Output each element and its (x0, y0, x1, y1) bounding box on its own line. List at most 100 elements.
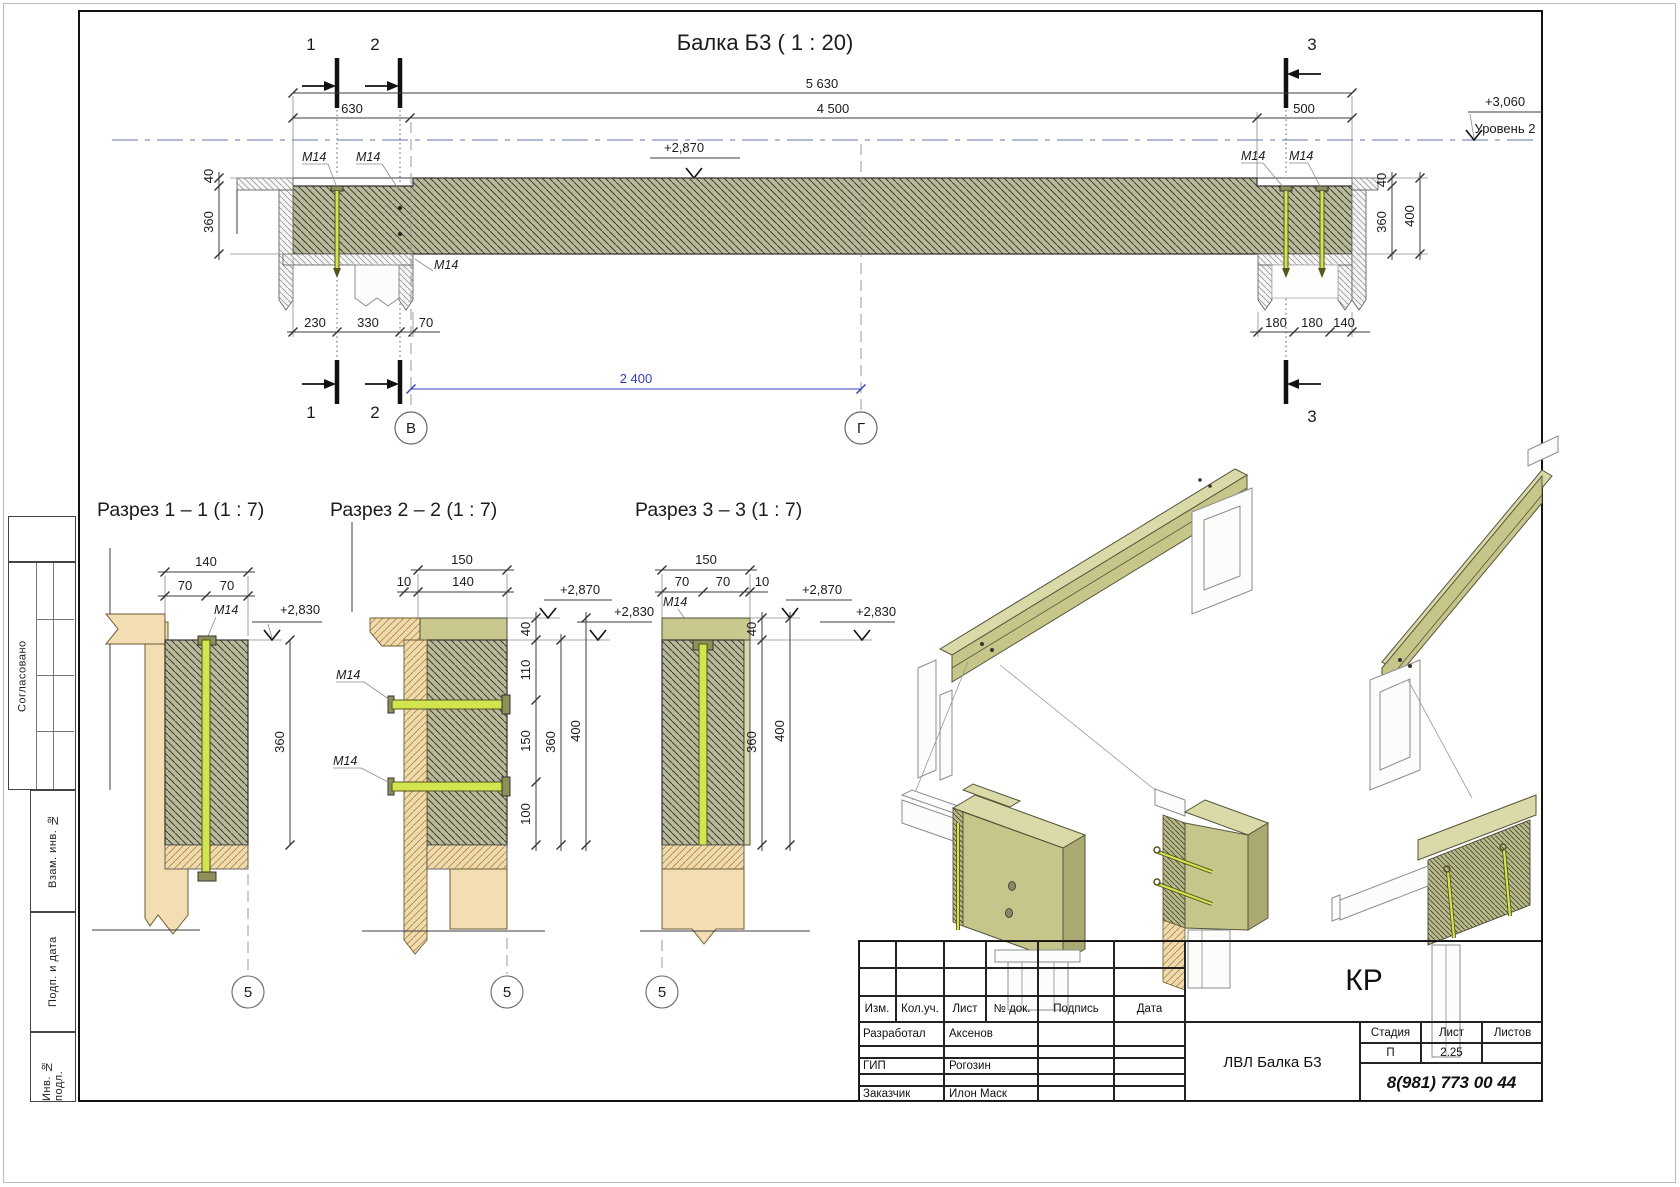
svg-text:+2,870: +2,870 (664, 140, 704, 155)
svg-text:M14: M14 (302, 150, 326, 164)
tb-role-2: ГИП (858, 1058, 944, 1074)
svg-text:360: 360 (272, 731, 287, 753)
svg-text:230: 230 (304, 315, 326, 330)
horizontal-bolt-1 (387, 694, 511, 715)
svg-text:500: 500 (1293, 101, 1315, 116)
svg-text:150: 150 (451, 552, 473, 567)
grid-bubble-g (844, 411, 878, 445)
level-2-mark: +3,060 Уровень 2 (1465, 94, 1542, 142)
svg-text:3: 3 (1307, 35, 1316, 54)
section-mark-2-bottom: 2 (365, 360, 403, 422)
stamp-approved: Согласовано (8, 562, 76, 790)
svg-text:M14: M14 (434, 258, 458, 272)
svg-text:180: 180 (1301, 315, 1323, 330)
detail-bubble-1 (231, 975, 265, 1009)
svg-text:140: 140 (195, 554, 217, 569)
svg-text:10: 10 (397, 574, 411, 589)
svg-text:1: 1 (306, 403, 315, 422)
svg-text:2 400: 2 400 (620, 371, 653, 386)
tb-header-doc: № док. (986, 996, 1038, 1022)
svg-text:2: 2 (370, 403, 379, 422)
svg-text:M14: M14 (356, 150, 380, 164)
svg-text:5 630: 5 630 (806, 76, 839, 91)
main-view-title: Балка Б3 ( 1 : 20) (677, 30, 854, 55)
svg-text:5: 5 (658, 984, 666, 1001)
svg-text:M14: M14 (1289, 149, 1313, 163)
section-view-1-1: Разрез 1 – 1 (1 : 7) 140 70 70 M14 +2,83… (92, 499, 322, 1009)
drawing-frame (78, 10, 1543, 1102)
svg-text:360: 360 (744, 731, 759, 753)
svg-text:+2,870: +2,870 (560, 582, 600, 597)
svg-text:70: 70 (220, 578, 234, 593)
section-view-2-2: Разрез 2 – 2 (1 : 7) 150 10 140 +2,870 +… (330, 499, 654, 1009)
svg-text:140: 140 (1333, 315, 1355, 330)
svg-text:400: 400 (772, 720, 787, 742)
detail-bubble-2 (490, 975, 524, 1009)
svg-text:M14: M14 (663, 595, 687, 609)
left-support (236, 177, 414, 311)
dim-total: 5 630 (287, 76, 1358, 182)
svg-text:400: 400 (1402, 205, 1417, 227)
grid-span-dim: 2 400 В Г (394, 122, 878, 445)
tb-header-stage: Стадия (1360, 1022, 1421, 1043)
tb-name-3: Илон Маск (944, 1086, 1038, 1102)
iso-views (900, 435, 1559, 1058)
stamp-zam-label: Взам. инв. № (47, 813, 59, 889)
stamp-podp: Подп. и дата (30, 912, 76, 1032)
iso-detail-right (1331, 794, 1537, 1058)
anchor-bolt-right-1 (1279, 185, 1293, 278)
section-3-title: Разрез 3 – 3 (1 : 7) (635, 499, 802, 521)
svg-text:70: 70 (178, 578, 192, 593)
sheet-edge (3, 3, 1676, 1183)
svg-text:40: 40 (744, 622, 759, 636)
tb-header-sheet: Лист (1421, 1022, 1482, 1043)
tb-code: КР (1185, 940, 1543, 1022)
section-mark-1-top: 1 (302, 35, 340, 108)
anchor-bolt-left (330, 185, 344, 278)
bottom-dims-right: 180 180 140 (1250, 312, 1370, 338)
svg-text:+2,870: +2,870 (802, 582, 842, 597)
section-mark-3-bottom: 3 (1283, 360, 1321, 426)
tb-header-sign: Подпись (1038, 996, 1114, 1022)
section-view-3-3: Разрез 3 – 3 (1 : 7) 150 70 70 10 M14 (635, 499, 896, 1009)
tb-role-3: Заказчик (858, 1086, 944, 1102)
svg-text:3: 3 (1307, 407, 1316, 426)
dim-span: 4 500 630 500 (287, 101, 1358, 182)
tb-header-izm: Изм. (858, 996, 896, 1022)
tb-header-sheets: Листов (1482, 1022, 1543, 1043)
svg-text:70: 70 (675, 574, 689, 589)
grid-bubble-b (394, 411, 428, 445)
svg-text:5: 5 (244, 984, 252, 1001)
svg-text:M14: M14 (214, 603, 238, 617)
tb-header-date: Дата (1114, 996, 1185, 1022)
svg-text:M14: M14 (333, 754, 357, 768)
svg-text:2: 2 (370, 35, 379, 54)
svg-text:70: 70 (716, 574, 730, 589)
main-elevation-view: Балка Б3 ( 1 : 20) 1 2 3 (112, 30, 1542, 445)
svg-text:Уровень 2: Уровень 2 (1475, 121, 1536, 136)
svg-text:+2,830: +2,830 (280, 602, 320, 617)
svg-text:150: 150 (518, 730, 533, 752)
iso-detail-mid (1153, 788, 1270, 991)
svg-text:+2,830: +2,830 (856, 604, 896, 619)
tb-role-1: Разработал (858, 1022, 944, 1046)
v-dims-right: 360 40 400 (1356, 172, 1428, 260)
stamp-inv-label: Инв. № подл. (41, 1060, 65, 1101)
tb-doc-title: ЛВЛ Балка Б3 (1185, 1022, 1360, 1102)
svg-text:M14: M14 (336, 668, 360, 682)
v-dims-left: 40 360 (201, 169, 288, 260)
horizontal-bolt-2 (387, 776, 511, 797)
right-support (1257, 177, 1379, 311)
svg-text:Г: Г (857, 420, 865, 437)
section-mark-1-bottom: 1 (302, 360, 340, 422)
svg-text:40: 40 (201, 169, 216, 183)
svg-text:360: 360 (201, 211, 216, 233)
beam-top-elevation: +2,870 (650, 140, 740, 180)
svg-text:140: 140 (452, 574, 474, 589)
stamp-inv: Инв. № подл. (30, 1032, 76, 1102)
iso-beam-right (1369, 435, 1559, 799)
stamp-empty (8, 516, 76, 562)
svg-text:150: 150 (695, 552, 717, 567)
detail-bubble-3 (645, 975, 679, 1009)
